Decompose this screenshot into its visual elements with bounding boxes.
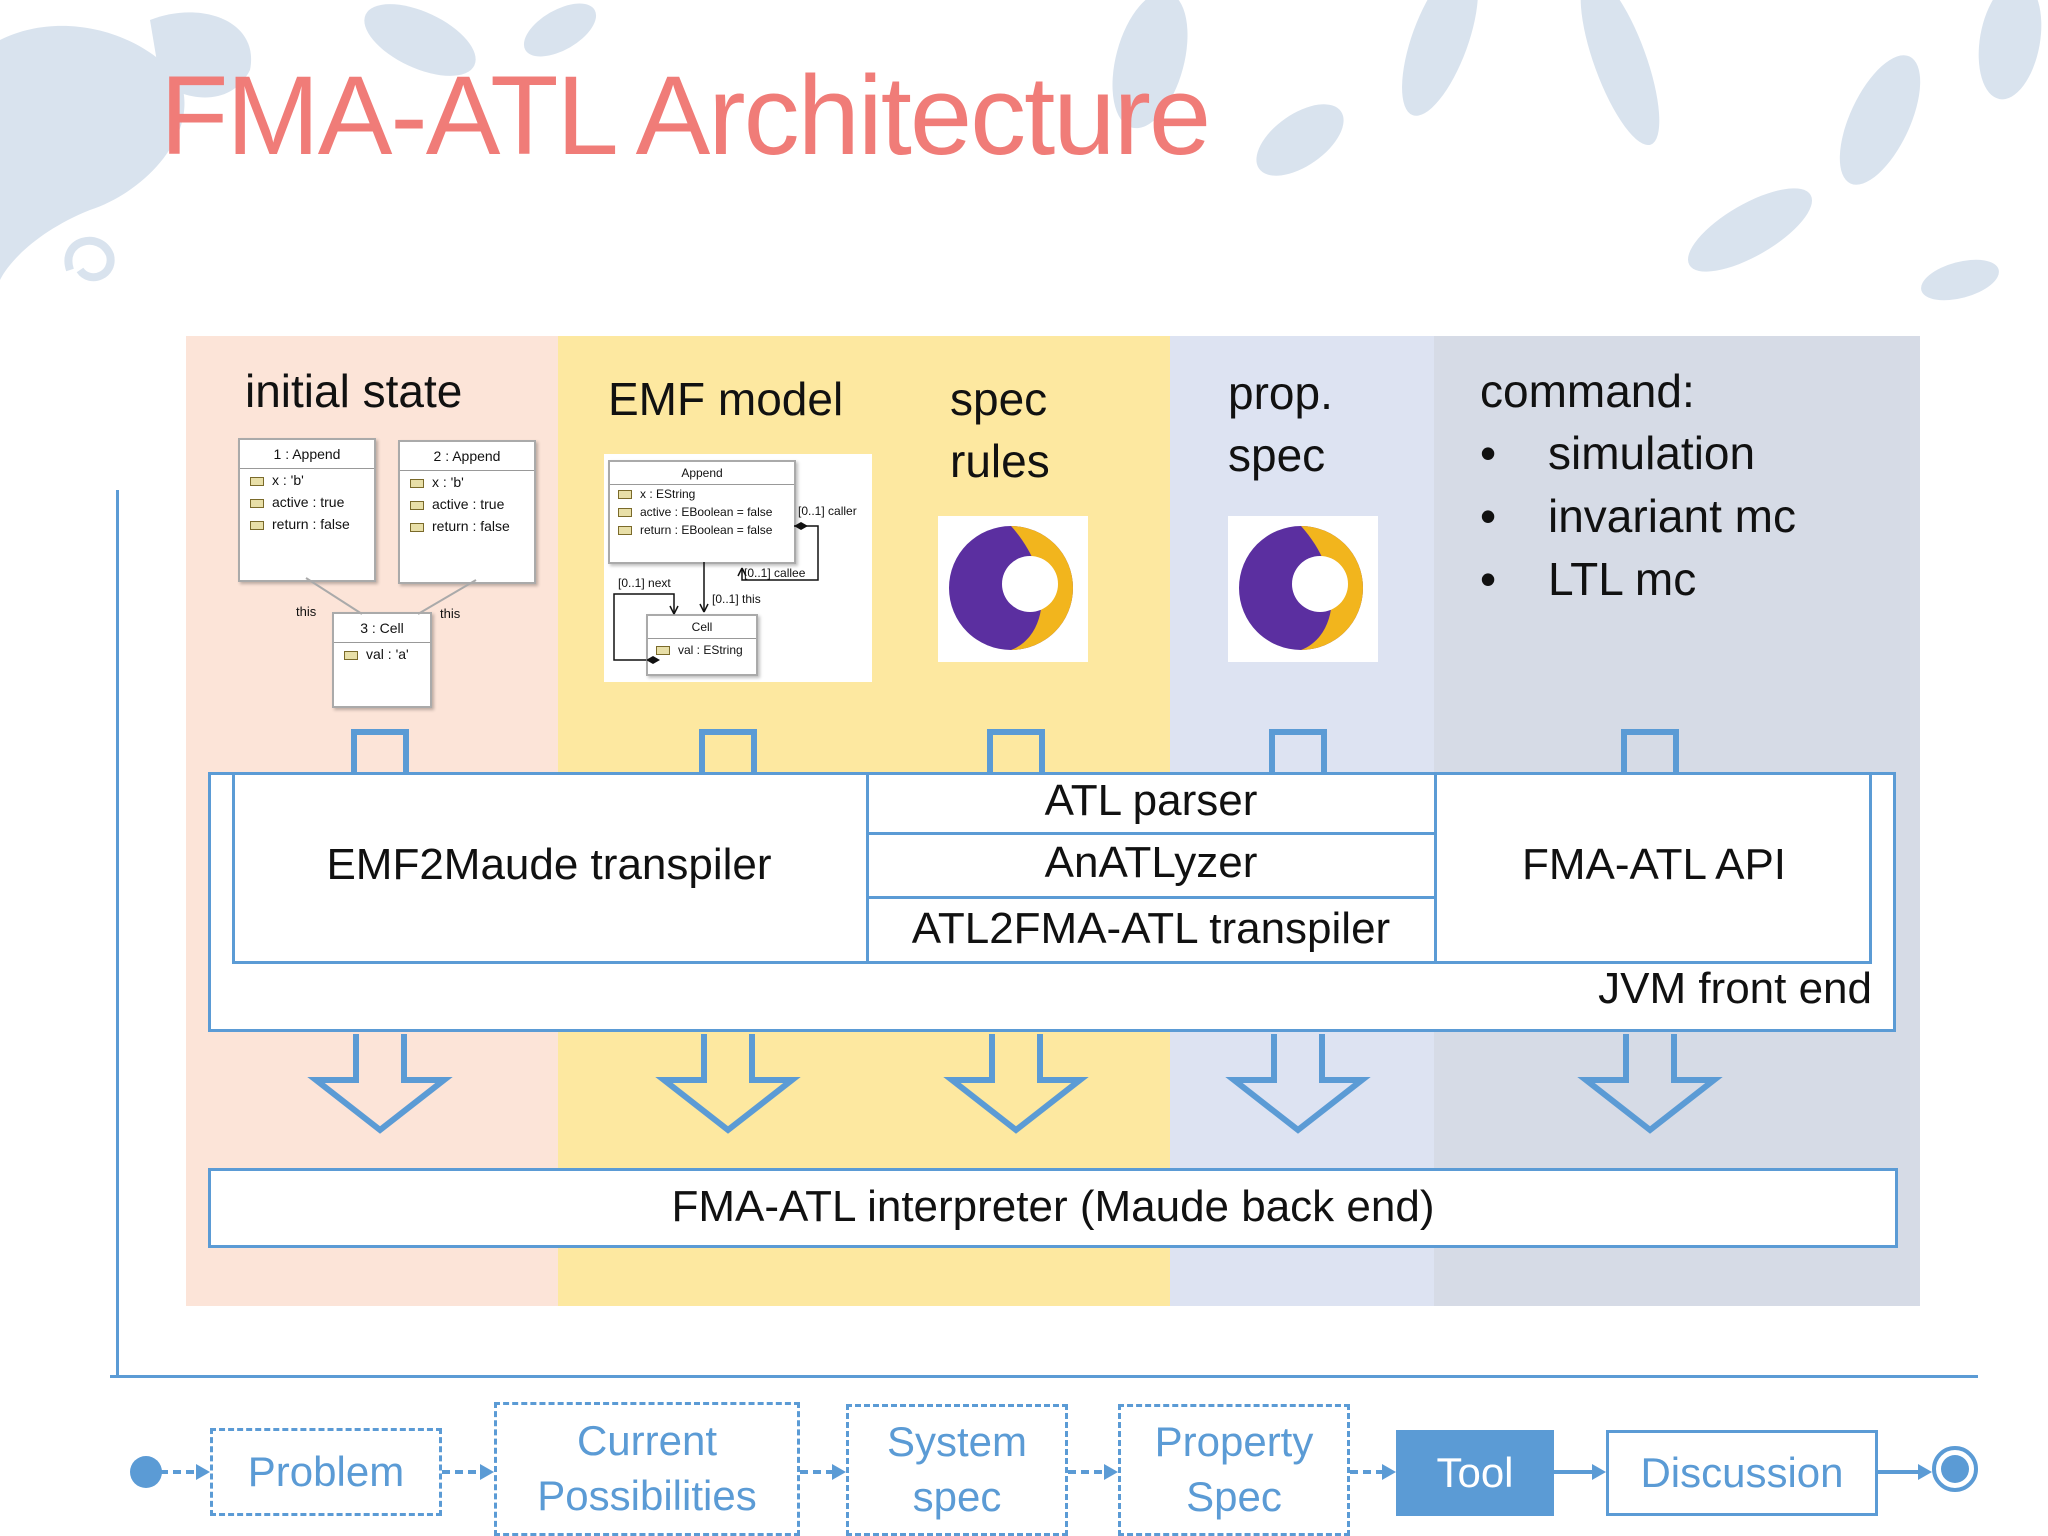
atl-parser: ATL parser xyxy=(1044,776,1258,825)
nav-current-line1: Current xyxy=(576,1417,718,1465)
link-label-this-1: this xyxy=(296,604,317,619)
object-attr: return : false xyxy=(240,513,374,535)
nav-connectors xyxy=(160,1464,1932,1480)
fma-atl-api: FMA-ATL API xyxy=(1521,840,1787,889)
class-attr: active : EBoolean = false xyxy=(610,503,794,521)
maude-back-end-box xyxy=(208,1168,1898,1248)
command-list: simulation invariant mc LTL mc xyxy=(1480,422,1796,611)
prop-spec-image xyxy=(1228,516,1378,662)
object-links xyxy=(305,577,477,615)
atl2fma-transpiler: ATL2FMA-ATL transpiler xyxy=(911,904,1391,953)
nav-system-line2: spec xyxy=(912,1473,1002,1520)
spec-rules-label-line1: spec xyxy=(950,373,1048,425)
object-attr: return : false xyxy=(400,515,534,537)
object-attr: x : 'b' xyxy=(400,471,534,493)
object-attr: val : 'a' xyxy=(334,643,430,665)
class-attr: val : EString xyxy=(648,639,756,661)
maude-logo-icon xyxy=(949,526,1073,650)
spec-rules-label-line2: rules xyxy=(950,435,1050,487)
ref-this: [0..1] this xyxy=(712,592,761,606)
background-leaves-decoration xyxy=(0,0,2042,301)
divider-right xyxy=(1434,772,1437,964)
command-item-ltl-mc: LTL mc xyxy=(1480,548,1796,611)
emf2maude-transpiler: EMF2Maude transpiler xyxy=(326,840,772,889)
divider-h2 xyxy=(866,896,1436,899)
spec-rules-image xyxy=(938,516,1088,662)
jvm-front-end-box xyxy=(208,772,1896,1032)
bottom-rule xyxy=(110,1375,1978,1378)
nav-system-spec[interactable]: System spec xyxy=(846,1404,1068,1536)
left-rule xyxy=(116,490,119,1378)
object-attr: active : true xyxy=(240,491,374,513)
class-append: Append x : EString active : EBoolean = f… xyxy=(608,460,796,564)
divider-left xyxy=(866,772,869,964)
fma-atl-interpreter: FMA-ATL interpreter (Maude back end) xyxy=(671,1182,1435,1231)
object-cell-3: 3 : Cell val : 'a' xyxy=(332,612,432,708)
nav-problem[interactable]: Problem xyxy=(210,1428,442,1516)
nav-current-line2: Possibilities xyxy=(537,1472,757,1519)
command-item-simulation: simulation xyxy=(1480,422,1796,485)
page-title: FMA-ATL Architecture xyxy=(160,53,1211,178)
class-attr: x : EString xyxy=(610,485,794,503)
ref-caller: [0..1] caller xyxy=(798,504,857,518)
anatlyzer: AnATLyzer xyxy=(1044,838,1258,887)
object-attr: active : true xyxy=(400,493,534,515)
ref-callee: [0..1] callee xyxy=(744,566,806,580)
divider-h1 xyxy=(866,832,1436,835)
jvm-front-end-label: JVM front end xyxy=(1598,964,1872,1013)
nav-tool[interactable]: Tool xyxy=(1396,1430,1554,1516)
link-label-this-2: this xyxy=(440,606,461,621)
object-attr: x : 'b' xyxy=(240,469,374,491)
prop-spec-label-line1: prop. xyxy=(1228,367,1333,419)
prop-spec-label-line2: spec xyxy=(1228,429,1326,481)
nav-current-possibilities[interactable]: Current Possibilities xyxy=(494,1402,800,1536)
class-attr: return : EBoolean = false xyxy=(610,521,794,539)
nav-system-line1: System xyxy=(886,1418,1028,1466)
nav-end-dot xyxy=(1932,1446,1978,1492)
command-item-invariant-mc: invariant mc xyxy=(1480,485,1796,548)
emf-references xyxy=(613,522,819,664)
object-append-2: 2 : Append x : 'b' active : true return … xyxy=(398,440,536,584)
object-append-1: 1 : Append x : 'b' active : true return … xyxy=(238,438,376,582)
nav-property-line2: Spec xyxy=(1186,1473,1282,1520)
nav-start-dot xyxy=(130,1456,162,1488)
nav-discussion[interactable]: Discussion xyxy=(1606,1430,1878,1516)
nav-property-spec[interactable]: Property Spec xyxy=(1118,1404,1350,1536)
emf-model-label: EMF model xyxy=(608,373,844,425)
inner-front-end-box xyxy=(232,772,1872,964)
nav-end-dot-inner xyxy=(1941,1455,1969,1483)
maude-logo-icon xyxy=(1239,526,1363,650)
nav-property-line1: Property xyxy=(1154,1418,1314,1466)
command-label: command: xyxy=(1480,365,1695,417)
initial-state-label: initial state xyxy=(245,365,463,417)
class-cell: Cell val : EString xyxy=(646,614,758,676)
ref-next: [0..1] next xyxy=(618,576,671,590)
